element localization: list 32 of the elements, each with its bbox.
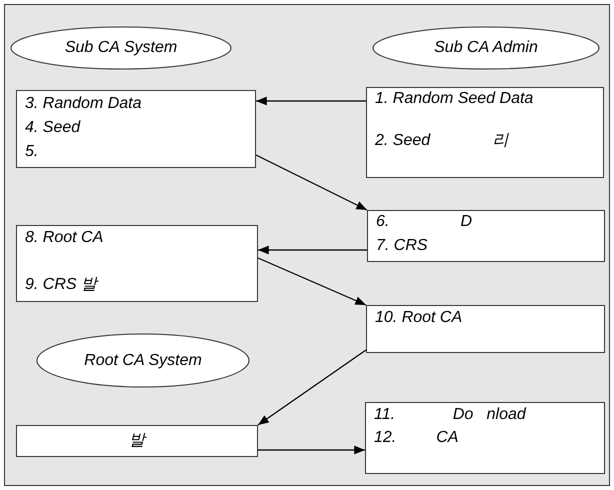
step-text: Sub CA System	[64, 39, 178, 57]
step-text: 5.	[25, 143, 38, 161]
step-text: 2. Seed 리	[375, 132, 508, 150]
actor-ellipse	[36, 333, 250, 388]
arrow	[256, 154, 368, 211]
step-text: 7. CRS	[376, 237, 428, 255]
process-box	[16, 225, 258, 302]
actor-ellipse	[10, 26, 232, 70]
process-box	[366, 87, 604, 178]
process-box	[366, 305, 605, 353]
step-text: 12. CA	[374, 429, 458, 447]
step-text: 10. Root CA	[375, 309, 462, 327]
step-text: 발	[128, 432, 148, 450]
process-box	[365, 402, 605, 474]
step-text: 4. Seed	[25, 119, 80, 137]
step-text: 1. Random Seed Data	[375, 90, 534, 108]
step-text: 8. Root CA	[25, 229, 104, 247]
step-text: Sub CA Admin	[433, 39, 539, 57]
arrow	[258, 446, 365, 454]
arrow	[258, 350, 366, 426]
process-box	[16, 90, 256, 168]
step-text: 3. Random Data	[25, 95, 142, 113]
arrow	[258, 246, 367, 254]
step-text: Root CA System	[83, 352, 203, 370]
step-text: 6. D	[376, 213, 472, 231]
step-text: 11. Do nload	[374, 406, 526, 424]
arrow	[256, 96, 366, 106]
process-box	[367, 210, 605, 262]
step-text: 9. CRS 발	[25, 276, 98, 294]
process-box	[16, 425, 258, 457]
actor-ellipse	[372, 26, 600, 70]
arrow	[258, 257, 366, 306]
